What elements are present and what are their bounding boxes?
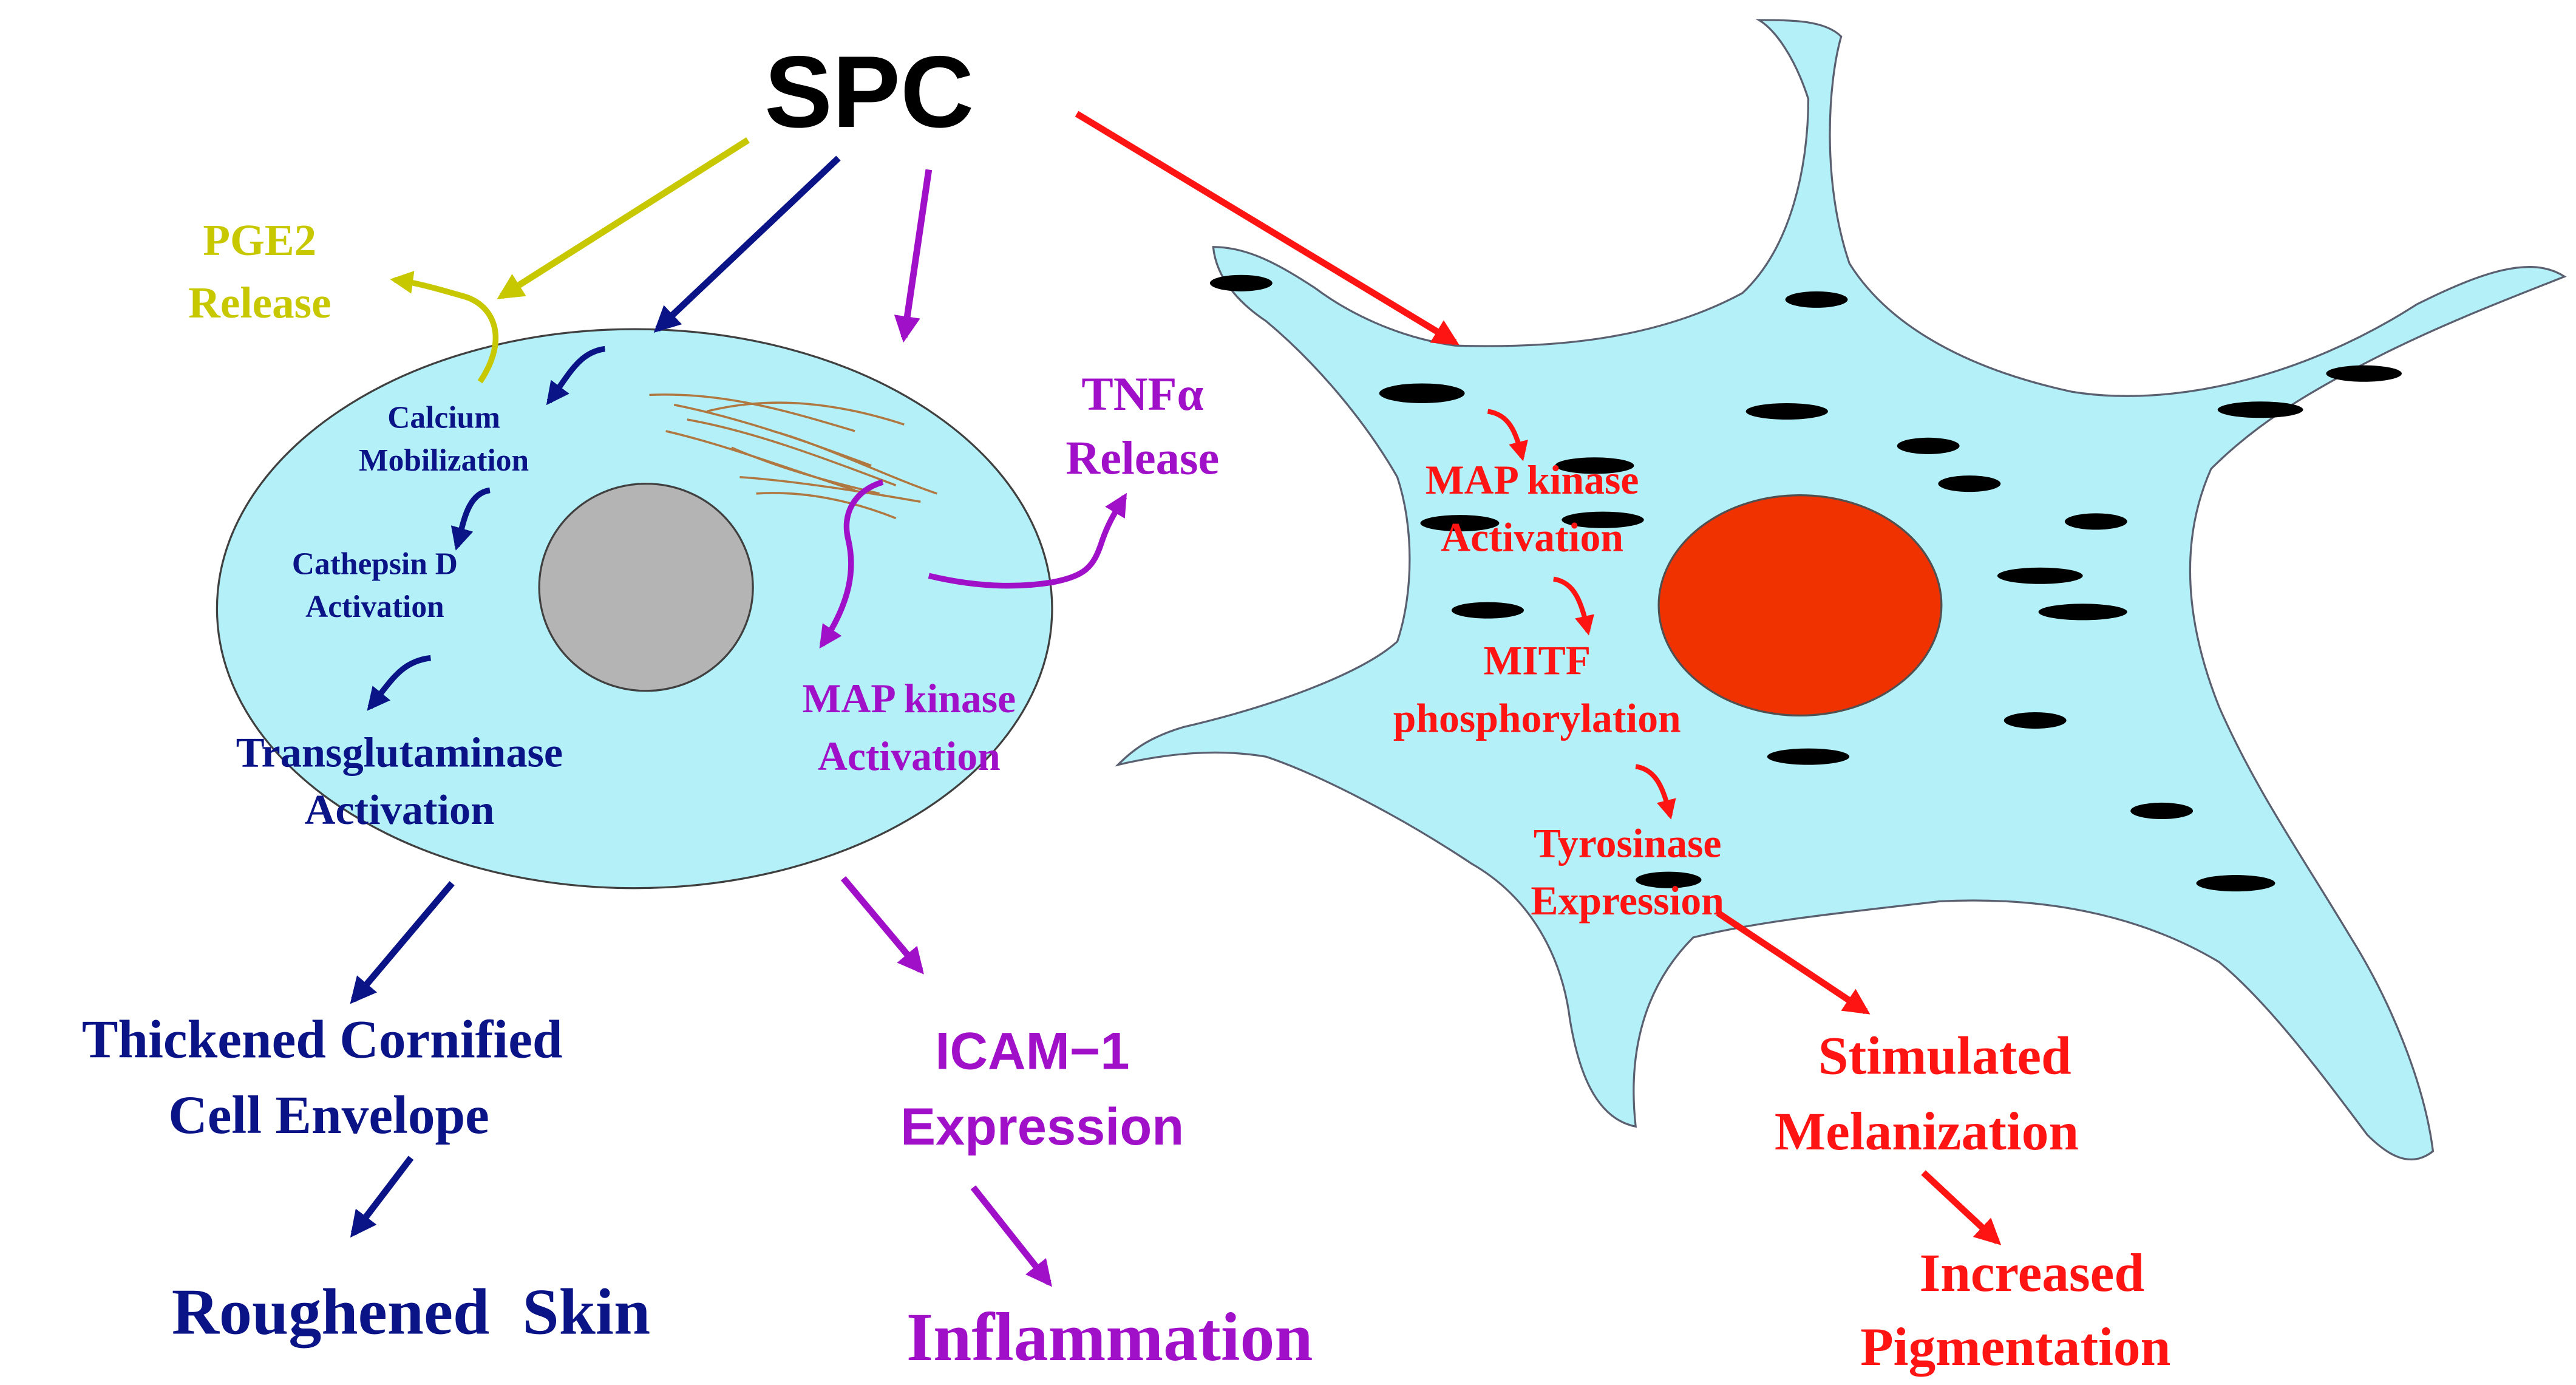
arrow-to-mitf [1552,576,1594,636]
label-tyrosinase-expression: Expression [1531,878,1724,924]
keratinocyte-nucleus [538,482,754,692]
label-stimulated: Stimulated [1818,1026,2071,1086]
label-tnf-release: Release [1065,431,1219,484]
keratin-fibers [649,393,937,520]
melanosome [1745,403,1828,420]
melanosome [1379,383,1465,403]
label-transglutaminase-activation: Activation [305,786,495,834]
label-envelope-line2: Cell Envelope [168,1085,489,1145]
label-pge2-release: Release [188,278,331,327]
arrow-to-melanization [1716,910,1871,1015]
melanosome [1785,291,1848,308]
label-mapk-melanocyte-activation: Activation [1441,515,1623,560]
title-spc: SPC [764,35,974,149]
melanosome [1555,457,1634,474]
arrow-to-pigmentation [1921,1170,2002,1245]
arrow-to-tyrosinase [1635,764,1676,820]
arrow-to-transglutaminase [367,655,432,711]
arrow-to-skin [350,1155,414,1238]
arrow-to-calcium [546,345,606,406]
arrow-to-cathepsin [450,487,491,551]
arrow-spc-to-mapk [894,169,933,343]
label-transglutaminase: Transglutaminase [236,729,563,776]
label-cathepsin-activation: Activation [305,590,444,624]
arrow-to-inflammation [970,1185,1052,1287]
melanocyte-nucleus [1657,494,1943,717]
arrow-pge2-release [390,271,498,384]
melanosome [1767,748,1850,765]
arrow-tnf-release [928,492,1127,589]
arrow-spc-to-melanocyte [1075,111,1460,345]
label-tnf: TNFα [1081,367,1203,420]
melanosome [2326,365,2402,382]
label-envelope: Thickened Cornified [82,1010,563,1070]
melanosome [1636,871,1702,888]
label-increased: Increased [1919,1243,2144,1303]
label-calcium: Calcium [387,401,500,435]
melanosome [1562,511,1644,528]
arrow-to-icam [840,876,924,975]
label-mapk-keratinocyte: MAP kinase [803,676,1016,721]
label-tyrosinase: Tyrosinase [1534,820,1722,866]
melanosome [1897,437,1960,454]
melanosome [2064,513,2127,530]
melanosome [2130,802,2194,819]
label-pigmentation: Pigmentation [1860,1317,2170,1377]
label-inflammation: Inflammation [906,1299,1313,1375]
melanosome [2217,401,2303,418]
label-calcium-mobilization: Mobilization [359,443,529,478]
melanosomes [1209,274,2402,892]
label-mapk-melanocyte: MAP kinase [1426,457,1639,503]
label-mitf-phosphorylation: phosphorylation [1393,695,1681,741]
melanosome [2038,604,2127,621]
label-icam-expression: Expression [900,1098,1184,1156]
melanosome [1997,567,2083,584]
label-icam: ICAM−1 [935,1023,1129,1081]
arrow-to-mapk-melanocyte [1487,409,1528,461]
melanosome [1420,515,1500,532]
label-mapk-keratinocyte-activation: Activation [818,733,1001,779]
label-roughened-skin: Roughened Skin [172,1276,650,1349]
melanosome [1209,274,1273,291]
arrow-to-envelope [350,881,455,1004]
label-melanization: Melanization [1775,1101,2079,1162]
melanosome [1938,475,2001,492]
label-cathepsin: Cathepsin D [292,547,458,582]
arrow-spc-to-calcium [653,155,841,333]
melanosome [2003,712,2067,729]
arrow-to-mapk-keratinocyte [819,479,884,649]
label-mitf: MITF [1483,638,1591,684]
melanosome [1451,602,1524,619]
arrow-spc-to-pge2 [497,137,750,299]
label-pge2: PGE2 [203,216,316,265]
melanosome [2196,875,2275,892]
